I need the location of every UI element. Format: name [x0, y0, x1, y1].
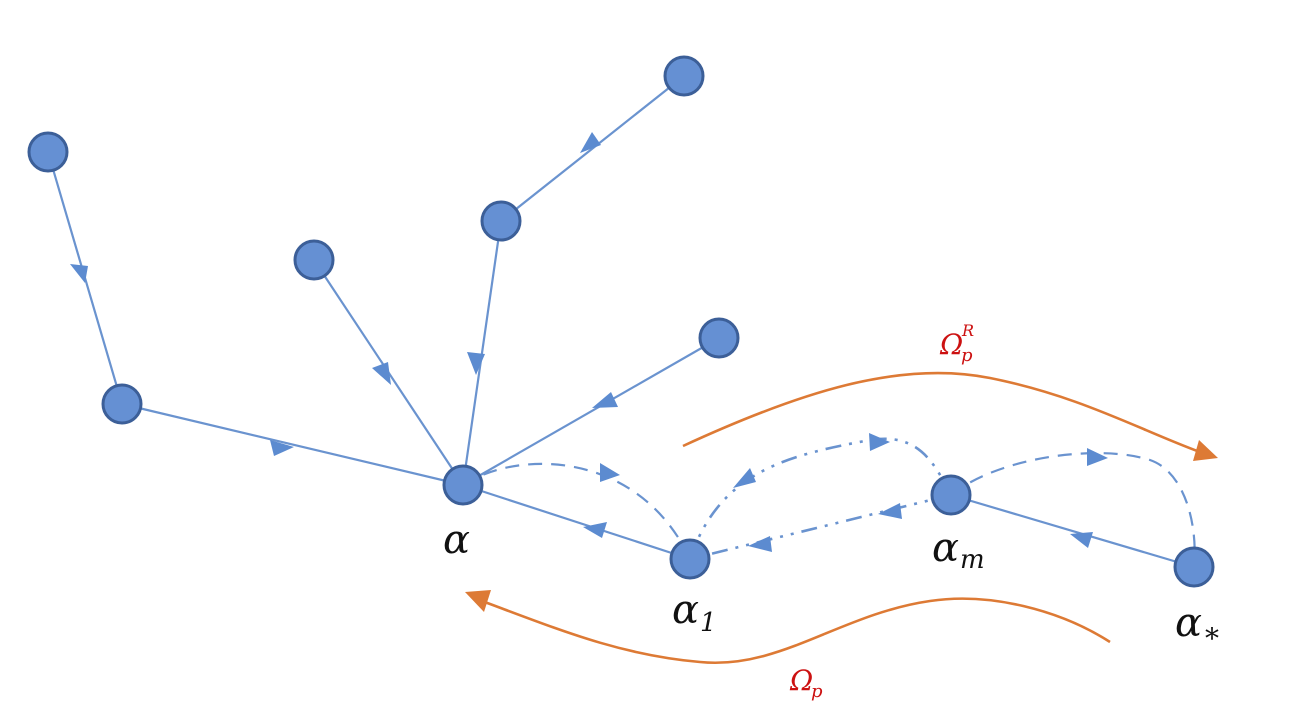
label-alpha1: α [672, 587, 699, 633]
orange-arrows [465, 371, 1218, 665]
annotations: Ω p R Ω p [789, 321, 974, 702]
omega-p-r-label-sup: R [961, 321, 974, 340]
arrowhead [733, 468, 756, 488]
node-leaf-top [663, 55, 705, 97]
omega-p-label: Ω [789, 664, 813, 697]
node-alpha [442, 464, 484, 506]
label-alpham: α [932, 525, 959, 571]
omega-p-arrow [481, 597, 1111, 665]
arrowhead [869, 433, 890, 451]
node-alpha1 [669, 538, 711, 580]
arrowhead [467, 352, 485, 375]
dashed-curve-alpha1-to-alpham [688, 437, 953, 560]
omega-p-r-label: Ω [939, 328, 963, 361]
label-alphastar-sub: * [1205, 622, 1219, 655]
node-upper [480, 200, 522, 242]
edge-alphastar-to-alpham [950, 493, 1195, 569]
node-leaf-right [698, 317, 740, 359]
solid-edges [46, 75, 1195, 569]
label-alphastar: α [1175, 600, 1202, 646]
node-alpham [930, 474, 972, 516]
arrowhead [1087, 448, 1108, 466]
edge-midleft-to-alpha [121, 402, 464, 487]
omega-p-r-arrow [682, 371, 1201, 454]
edge-upper-to-alpha [461, 220, 503, 486]
omega-p-r-arrowhead [1193, 440, 1218, 461]
arrowhead [600, 463, 620, 482]
edge-arrowheads [70, 132, 1093, 552]
arrowhead [270, 440, 294, 456]
label-alpha1-sub: 1 [700, 608, 717, 638]
dashed-curve-alpham-to-alphastar [950, 452, 1196, 568]
label-alpham-sub: m [960, 545, 985, 575]
arrowhead [748, 536, 772, 552]
edge-alpham-to-alpha1 [689, 493, 952, 561]
omega-p-arrowhead [465, 590, 491, 612]
node-labels: α α 1 α m α * [443, 517, 1219, 655]
node-mid-left [101, 383, 143, 425]
edge-rightleaf-to-alpha [462, 337, 720, 486]
node-leaf-left [27, 131, 69, 173]
label-alpha: α [443, 517, 470, 563]
node-leaf-2 [293, 239, 335, 281]
arrowhead [592, 392, 618, 408]
dashed-edges [462, 433, 1196, 568]
edge-alpha1-to-alpha [462, 483, 691, 561]
dashed-curve-alpha-to-alpha1 [462, 462, 691, 560]
omega-p-label-sub: p [811, 681, 823, 702]
arrowhead [583, 522, 607, 538]
omega-p-r-label-sub: p [961, 345, 973, 366]
arrowhead [580, 132, 601, 153]
arrowhead [878, 503, 902, 519]
edge-topleaf-to-upper [500, 75, 685, 222]
arrowhead [1070, 532, 1093, 548]
node-alphastar [1173, 546, 1215, 588]
arrowhead [372, 362, 391, 385]
arrowhead [70, 264, 88, 283]
nodes [27, 55, 1215, 588]
